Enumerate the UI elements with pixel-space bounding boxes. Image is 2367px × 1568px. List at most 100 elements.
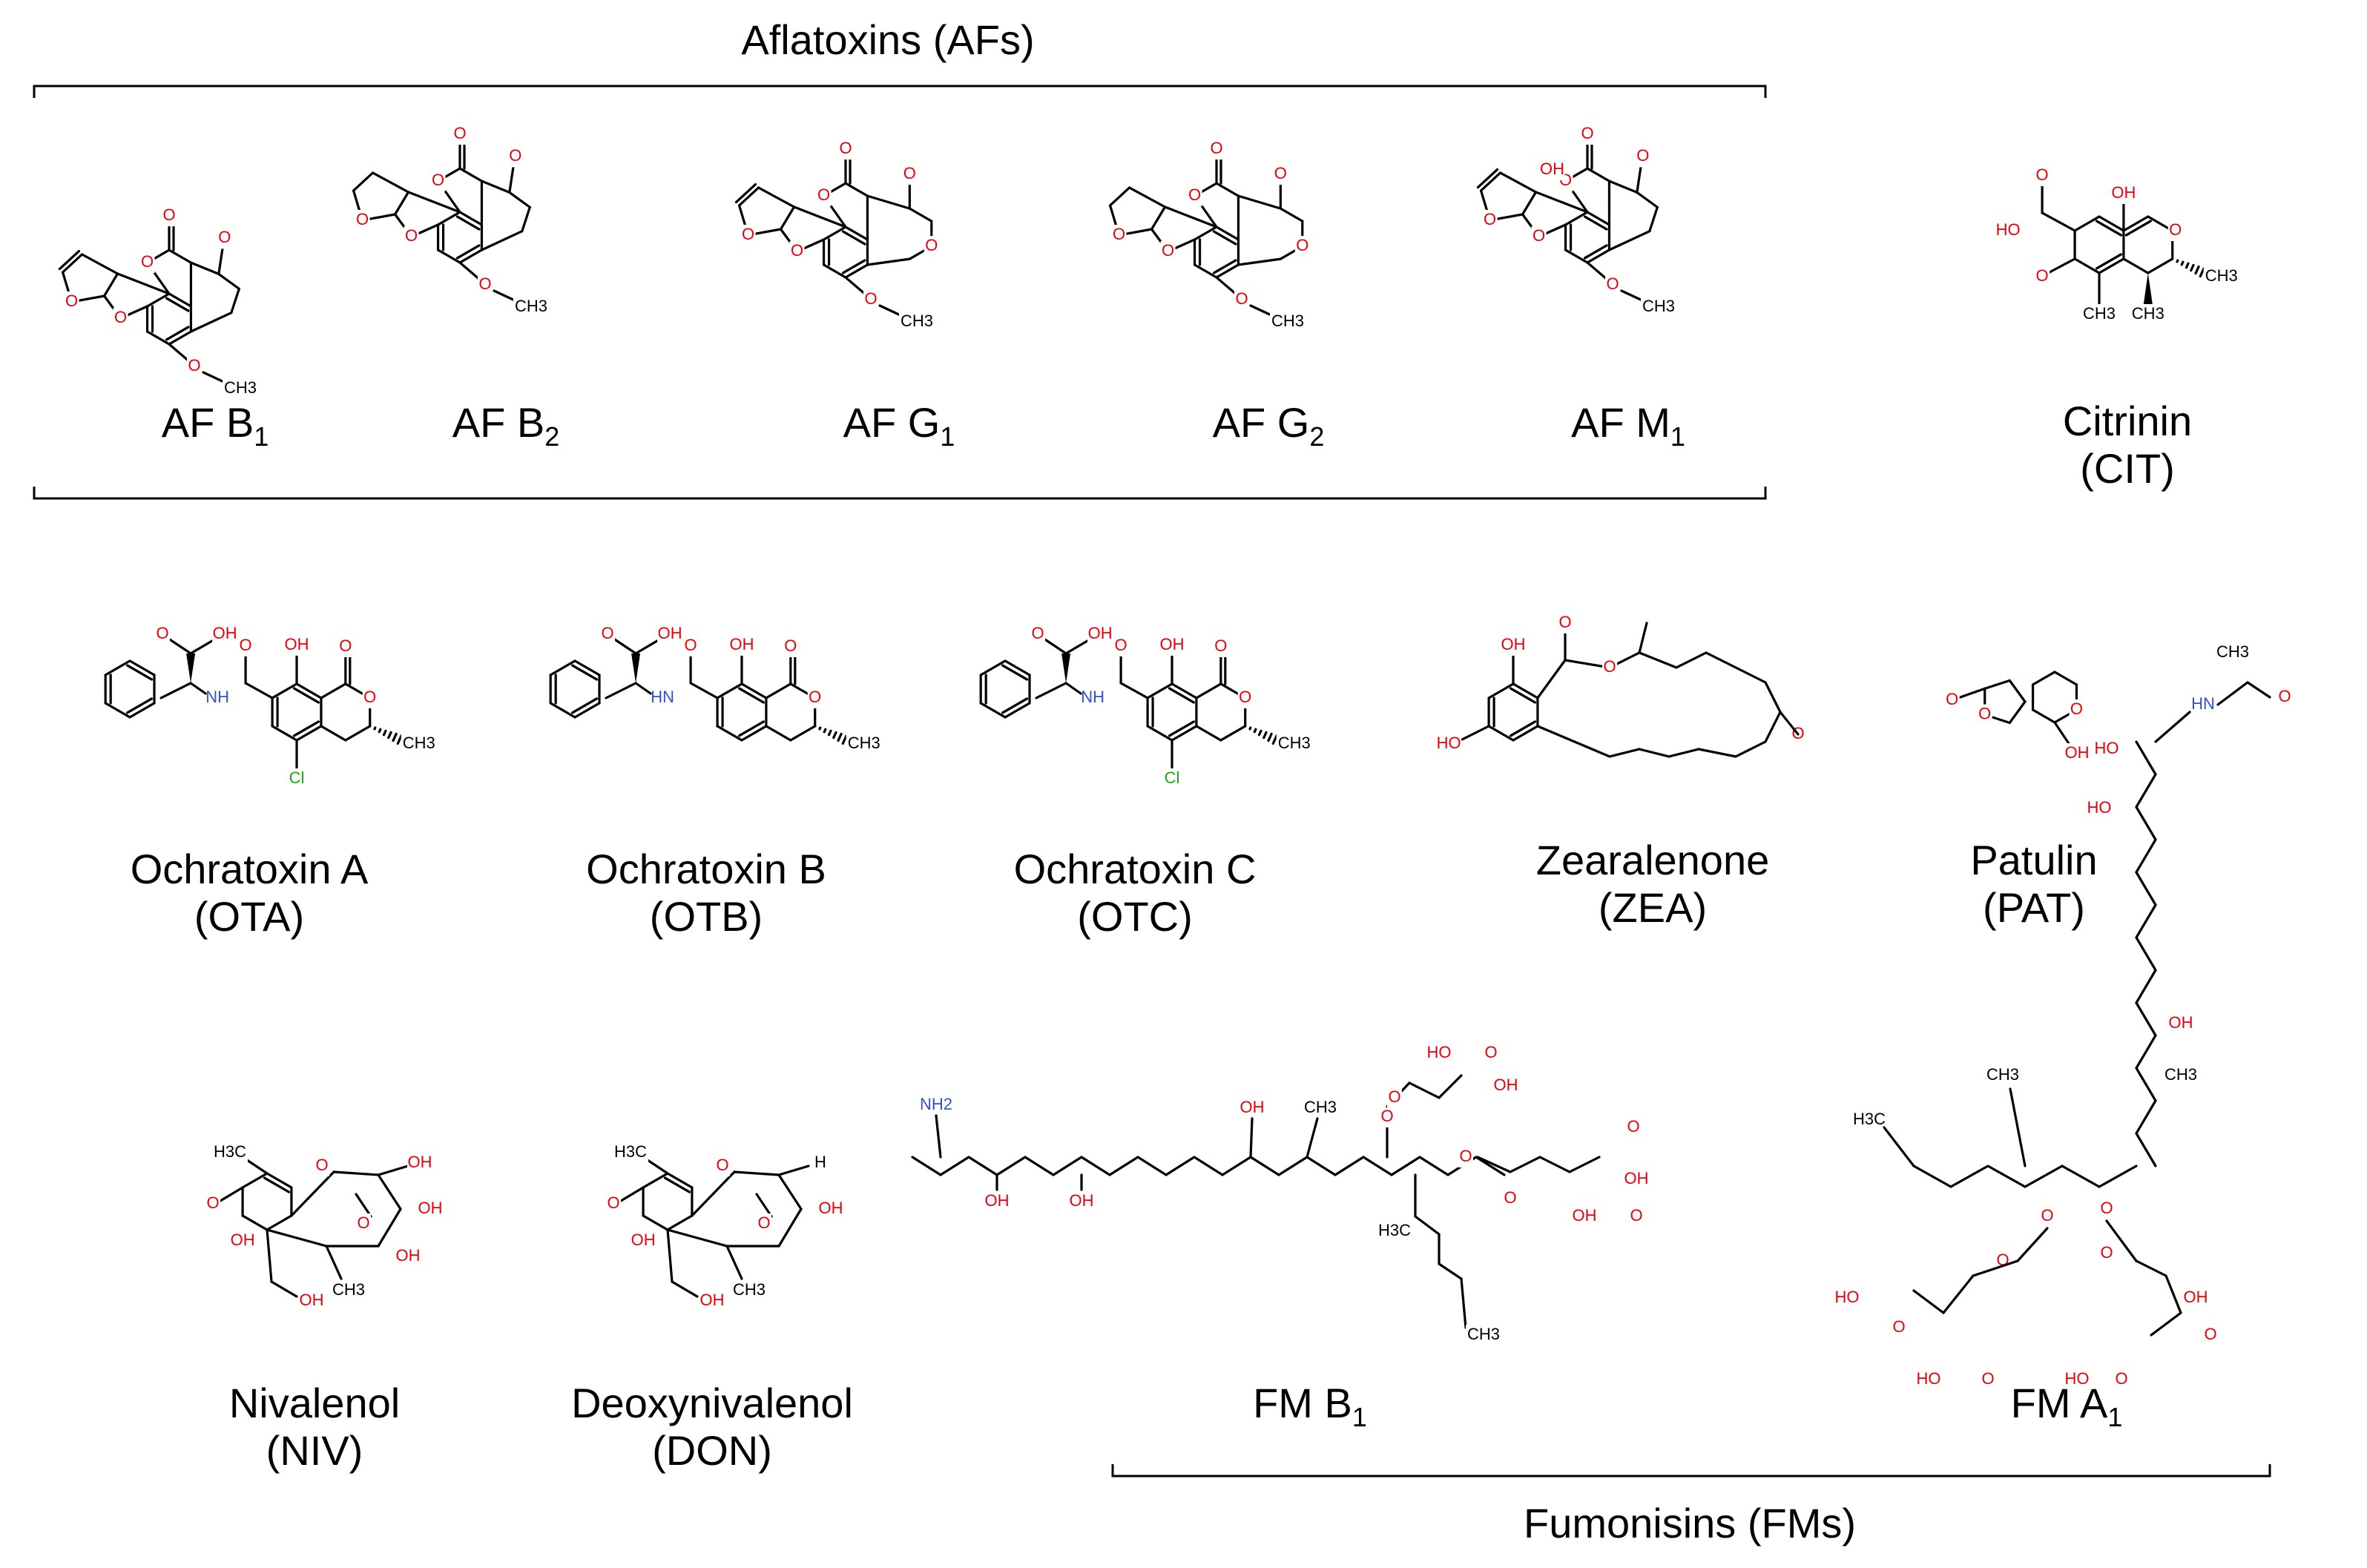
bond (2135, 1132, 2157, 1167)
bond (2135, 1259, 2167, 1277)
bond (2135, 1001, 2157, 1037)
bond (189, 261, 220, 276)
atom-mask (1069, 1191, 1094, 1212)
atom-o: O (114, 308, 127, 326)
atom-mask (650, 688, 676, 708)
bond (765, 725, 792, 742)
fumonisins-bracket (1111, 1464, 2271, 1478)
atom-mask (1834, 1288, 1860, 1308)
atom-oh: OH (985, 1191, 1010, 1210)
atom-o: O (141, 252, 154, 271)
atom-mask (1641, 297, 1676, 317)
bond (406, 191, 461, 214)
bond (2199, 266, 2205, 278)
bond (1509, 687, 1537, 704)
atom-mask (1087, 624, 1113, 645)
bond (1171, 682, 1198, 699)
atom-mask (2167, 220, 2183, 241)
bond (725, 1245, 743, 1280)
atom-o: O (1113, 225, 1125, 243)
bond (1607, 179, 1639, 194)
bond (2135, 773, 2157, 808)
label-deoxynivalenol: Deoxynivalenol(DON) (571, 1380, 853, 1475)
atom-mask (918, 1095, 954, 1116)
bond (145, 292, 171, 308)
bond (1912, 1289, 1945, 1314)
atom-mask (1380, 1107, 1395, 1127)
atom-mask (139, 252, 155, 274)
bond (570, 697, 599, 714)
bond (2048, 257, 2076, 274)
bond (266, 1214, 293, 1231)
bond (217, 272, 240, 290)
bond (387, 731, 392, 739)
bond (344, 725, 372, 742)
bond (2073, 215, 2101, 232)
atom-o: O (1388, 1087, 1400, 1106)
bond (80, 253, 119, 275)
atom-oh: OH (408, 1153, 432, 1171)
fumonisins-group-title: Fumonisins (FMs) (1523, 1500, 1857, 1546)
atom-ho: HO (2065, 1369, 2090, 1388)
atom-mask (2040, 1206, 2055, 1227)
atom-mask (2183, 1288, 2208, 1308)
atom-o: O (1636, 146, 1649, 165)
atom-mask (807, 688, 823, 708)
bond (779, 205, 796, 231)
bond (1638, 748, 1670, 758)
atom-mask (1111, 225, 1127, 246)
bond (1064, 682, 1082, 695)
atom-mask (818, 1199, 843, 1219)
bond (382, 729, 387, 737)
bond (125, 664, 154, 681)
bond (967, 1156, 998, 1176)
atom-mask (187, 356, 202, 377)
atom-mask (1482, 210, 1498, 231)
bond (866, 194, 911, 210)
bond (102, 272, 119, 297)
atom-oh: OH (700, 1291, 725, 1309)
atom-ch3: CH3 (403, 734, 435, 752)
bond (2185, 262, 2190, 269)
atom-mask (1580, 124, 1595, 145)
bond (243, 1157, 269, 1175)
bond (266, 1228, 328, 1248)
bond (789, 725, 817, 742)
atom-mask (1213, 636, 1228, 657)
atom-mask (613, 1142, 648, 1163)
atom-ch3: CH3 (1642, 297, 1675, 315)
bond (1536, 659, 1567, 699)
bond (189, 682, 207, 695)
atom-mask (2110, 183, 2136, 204)
bond (2041, 211, 2076, 232)
label-ochratoxin-b: Ochratoxin B(OTB) (586, 846, 826, 941)
atom-h3c: H3C (1378, 1221, 1411, 1239)
bond (508, 191, 531, 208)
bond (2135, 936, 2157, 972)
atom-ho: HO (1996, 220, 2021, 239)
bond (1475, 1156, 1506, 1176)
bond (1262, 731, 1268, 739)
bond (1779, 711, 1800, 736)
atom-o: O (65, 291, 78, 310)
atom-mask (1080, 688, 1106, 708)
atom-o: O (839, 139, 852, 157)
atom-mask (846, 734, 882, 754)
bond (1972, 1259, 2019, 1277)
atom-mask (507, 146, 523, 168)
atom-mask (1237, 688, 1253, 708)
atom-mask (299, 1291, 324, 1311)
bond (1414, 1215, 1441, 1236)
bond (1498, 171, 1538, 194)
bond (1277, 1156, 1308, 1176)
bond (2150, 1311, 2182, 1337)
bond (128, 659, 156, 676)
atom-ch3: CH3 (1986, 1065, 2019, 1084)
atom-mask (1572, 1206, 1597, 1227)
bond (2135, 1034, 2157, 1070)
